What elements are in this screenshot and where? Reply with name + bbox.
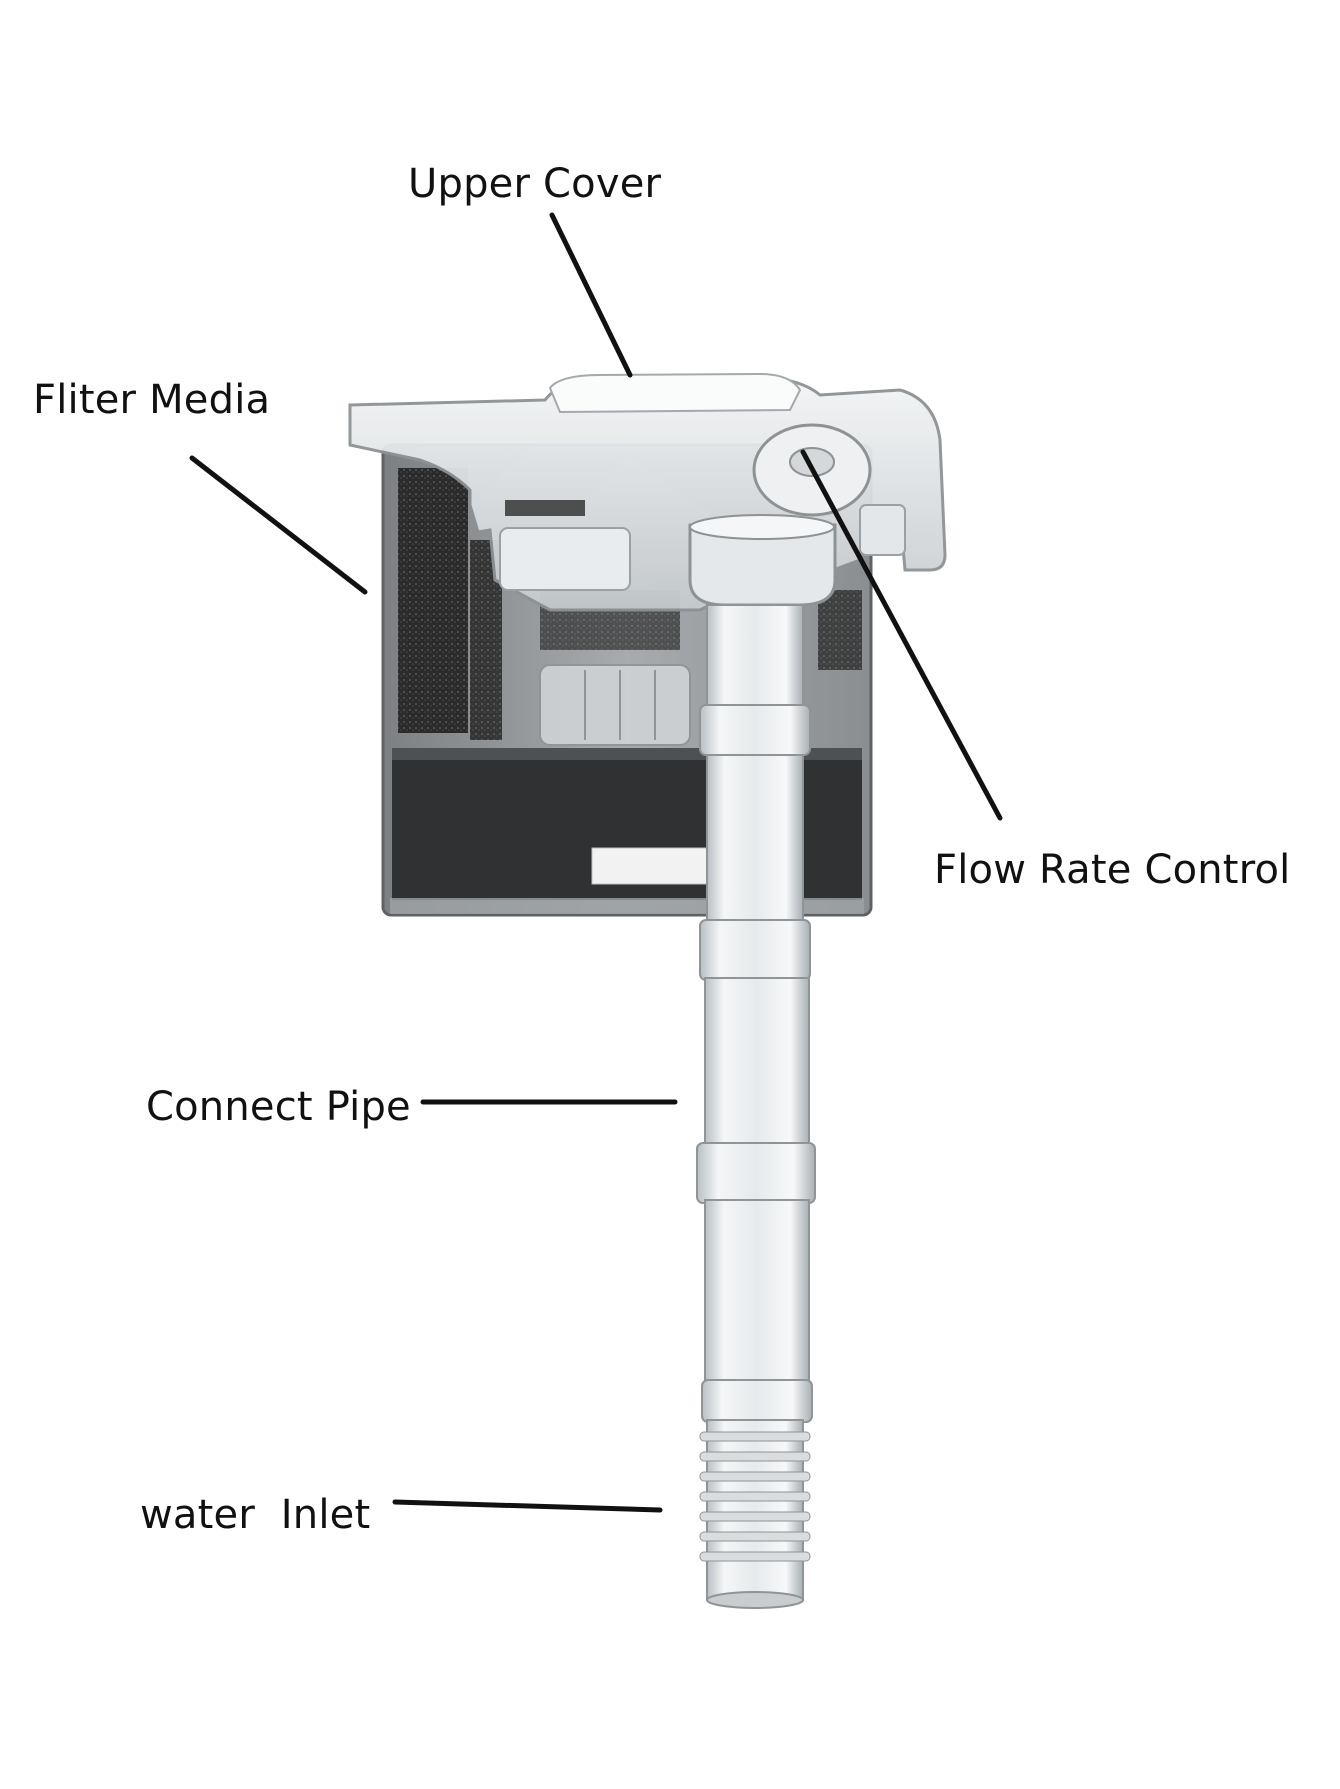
leader-line-water-inlet <box>392 1499 663 1513</box>
leader-line-filter-media <box>189 455 368 595</box>
label-flow-rate-control: Flow Rate Control <box>934 847 1291 893</box>
leader-lines <box>189 212 1003 1513</box>
label-connect-pipe: Connect Pipe <box>146 1084 411 1130</box>
label-water-inlet: water Inlet <box>140 1492 371 1538</box>
outlet-collar <box>688 514 837 607</box>
impeller-housing <box>539 664 691 746</box>
leader-line-flow-rate-control <box>800 449 1003 821</box>
label-upper-cover: Upper Cover <box>408 161 662 207</box>
label-filter-media: Fliter Media <box>33 377 271 423</box>
ribbed-water-inlet <box>699 1419 811 1609</box>
leader-line-upper-cover <box>549 212 633 378</box>
intake-pipe <box>696 604 816 1423</box>
